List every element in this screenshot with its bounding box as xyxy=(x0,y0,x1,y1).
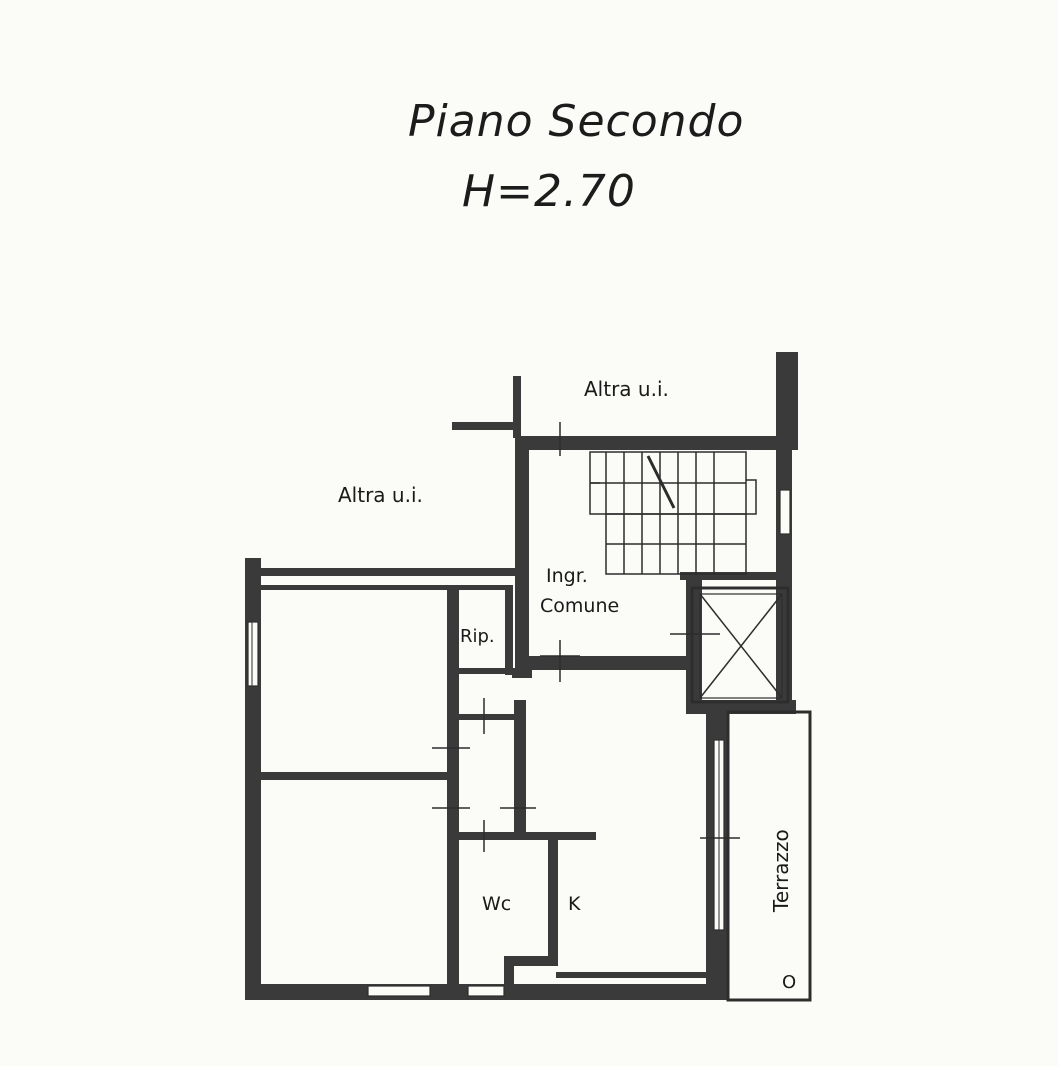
ceiling-height: H=2.70 xyxy=(462,166,636,217)
internal-walls xyxy=(261,572,790,988)
elevator-shaft xyxy=(690,586,790,704)
floor-title: Piano Secondo xyxy=(408,96,745,147)
drain-symbol: O xyxy=(782,972,796,993)
windows xyxy=(247,489,791,997)
label-kitchen: K xyxy=(568,893,581,915)
outer-walls xyxy=(245,352,812,1002)
label-altra-ui-left: Altra u.i. xyxy=(338,483,423,507)
label-rip: Rip. xyxy=(460,626,495,647)
label-ingr: Ingr. xyxy=(546,565,588,587)
doors xyxy=(432,422,740,852)
staircase xyxy=(589,451,757,575)
label-terrazzo: Terrazzo xyxy=(769,829,793,913)
label-wc: Wc xyxy=(482,893,511,915)
label-comune: Comune xyxy=(540,595,619,617)
label-altra-ui-top: Altra u.i. xyxy=(584,377,669,401)
